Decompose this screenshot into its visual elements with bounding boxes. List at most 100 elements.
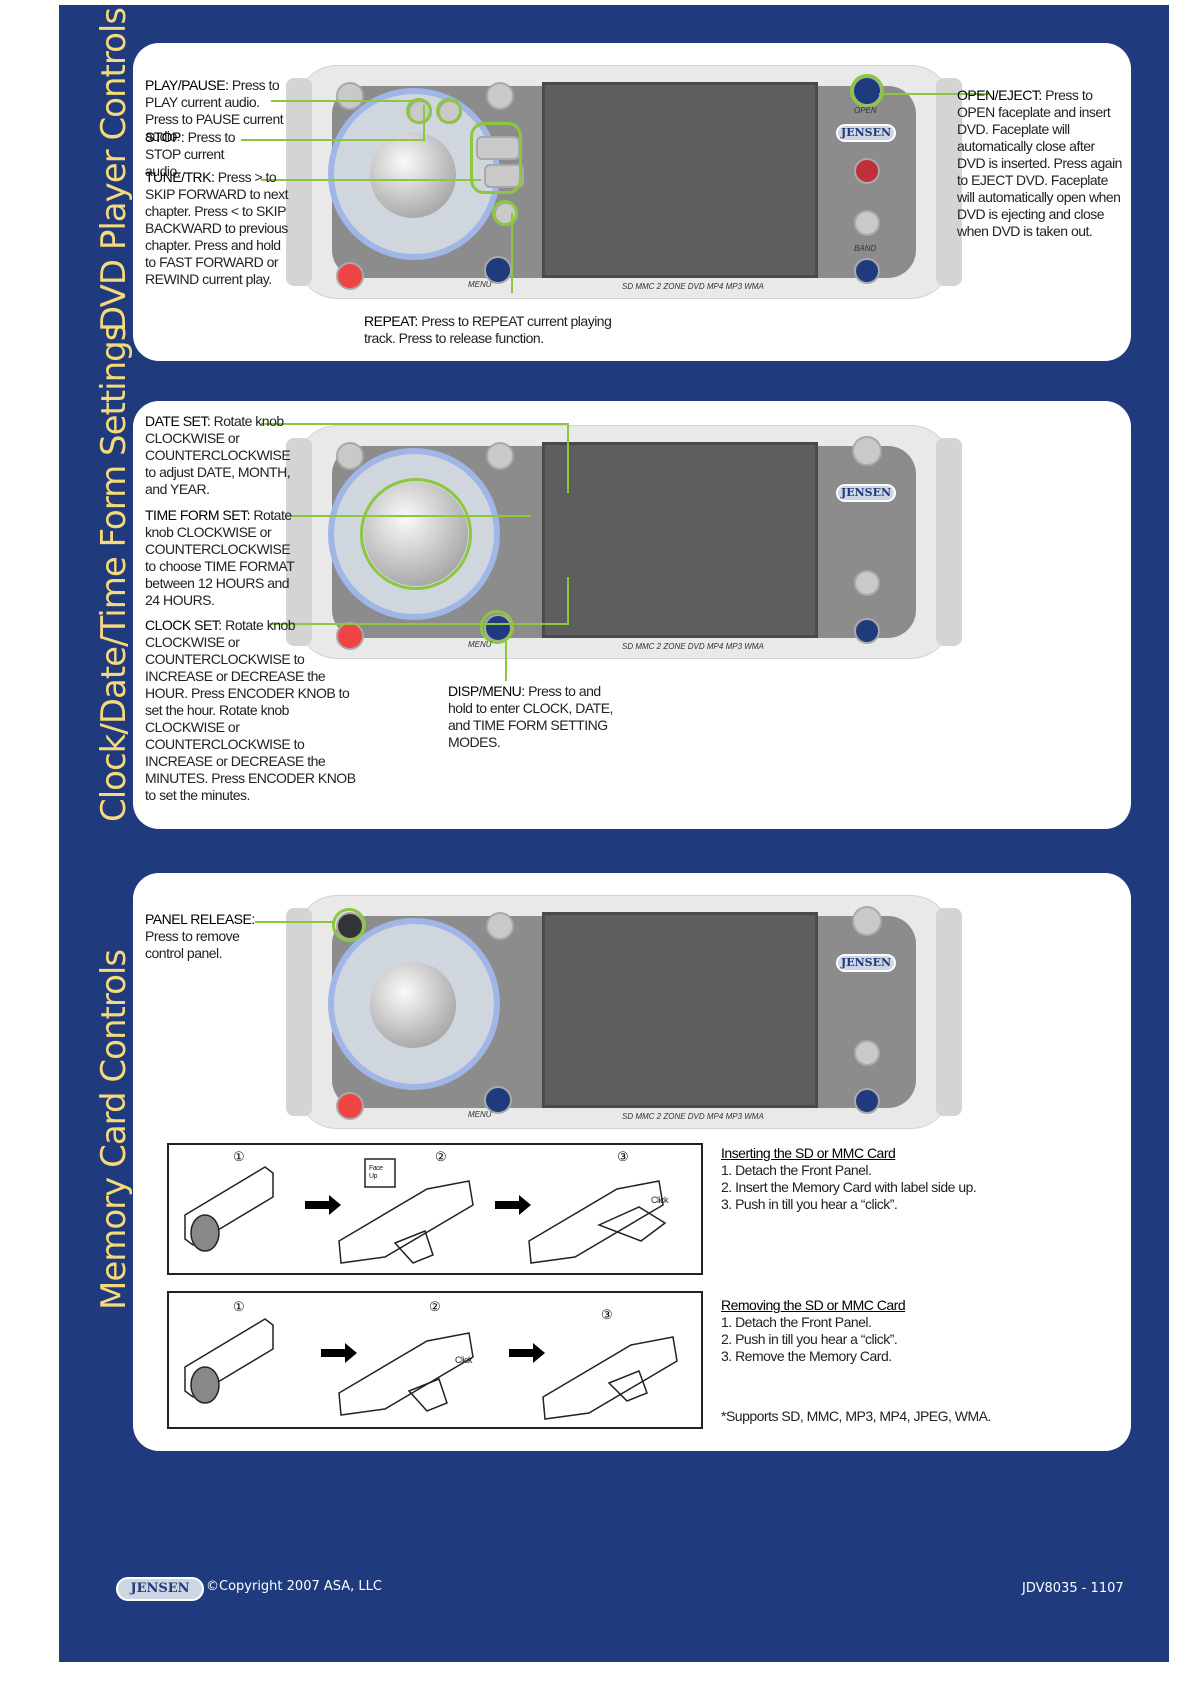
disp-menu-button[interactable] [484,1086,512,1114]
disp-menu-highlight [480,610,514,644]
tune-label: TUNE/TRK: [145,169,215,185]
tune-callout: TUNE/TRK: Press > to SKIP FORWARD to nex… [145,169,289,288]
insert-face-up-label: Face Up [369,1165,383,1180]
stop-desc: Press to STOP current audio. [145,129,236,179]
encoder-knob[interactable] [370,962,456,1048]
radio-brand-logo: JENSEN [836,124,896,142]
encoder-knob-highlight [360,478,472,590]
faceplate-wing-left [286,908,312,1116]
stop-label: STOP: [145,129,185,145]
display-screen [542,912,818,1108]
panel-release-button[interactable] [336,442,364,470]
faceplate-wing-right [936,78,962,286]
insert-step-2-number: ② [435,1149,447,1164]
remove-step-3-number: ③ [601,1307,613,1322]
open-eject-highlight [850,74,884,108]
remove-step-3: 3. Remove the Memory Card. [721,1348,892,1364]
panel-release-highlight [332,908,366,942]
leader-line-play [271,100,413,102]
leader-line-repeat [511,213,513,293]
remove-click-label: Click [455,1355,473,1365]
panel-release-callout: PANEL RELEASE: Press to remove control p… [145,911,255,962]
panel-release-button[interactable] [336,82,364,110]
skip-backward-button[interactable] [484,164,524,188]
insert-instructions: Inserting the SD or MMC Card 1. Detach t… [721,1145,1041,1213]
remove-figure-box: ① ② ③ Click [167,1291,703,1429]
leader-line-stop [241,139,423,141]
remove-step-2: 2. Push in till you hear a “click”. [721,1331,898,1347]
band-button[interactable] [854,618,880,644]
power-button[interactable] [336,622,364,650]
stop-callout: STOP: Press to STOP current audio. [145,129,245,180]
power-button[interactable] [336,1092,364,1120]
mode-button[interactable] [486,442,514,470]
section-title-dvd: DVD Player Controls [94,7,134,332]
leader-line-disp [505,641,507,681]
remove-heading: Removing the SD or MMC Card [721,1297,906,1313]
date-set-callout: DATE SET: Rotate knob CLOCKWISE or COUNT… [145,413,293,498]
format-logos: SD MMC 2 ZONE DVD MP4 MP3 WMA [622,1112,764,1121]
radio-faceplate: JENSEN SD MMC 2 ZONE DVD MP4 MP3 WMA MEN… [286,425,962,659]
band-button[interactable] [854,1088,880,1114]
track-buttons-highlight [470,122,522,194]
date-set-label: DATE SET: [145,413,211,429]
clock-set-callout: CLOCK SET: Rotate knob CLOCKWISE or COUN… [145,617,357,804]
clock-panel: JENSEN SD MMC 2 ZONE DVD MP4 MP3 WMA MEN… [133,401,1131,829]
tune-desc: Press > to SKIP FORWARD to next chapter.… [145,169,289,287]
leader-line-clockset-v [567,577,569,625]
av-button[interactable] [854,570,880,596]
repeat-desc: Press to REPEAT current playing track. P… [364,313,612,346]
menu-text: MENU [468,1110,492,1119]
play-pause-highlight [406,98,432,124]
repeat-callout: REPEAT: Press to REPEAT current playing … [364,313,644,347]
stop-highlight [436,98,462,124]
panel-release-label: PANEL RELEASE: [145,911,255,927]
remove-step-1: 1. Detach the Front Panel. [721,1314,872,1330]
menu-text: MENU [468,280,492,289]
faceplate-wing-left [286,438,312,646]
remove-step-1-number: ① [233,1299,245,1314]
display-screen [542,82,818,278]
open-eject-button[interactable] [852,906,882,936]
insert-step-1: 1. Detach the Front Panel. [721,1162,872,1178]
mode-button[interactable] [486,912,514,940]
clock-set-label: CLOCK SET: [145,617,222,633]
disp-menu-label: DISP/MENU: [448,683,525,699]
dvd-panel: JENSEN SD MMC 2 ZONE DVD MP4 MP3 WMA OPE… [133,43,1131,361]
open-eject-button[interactable] [852,436,882,466]
power-button[interactable] [336,262,364,290]
band-button[interactable] [854,258,880,284]
leader-line-timeform [291,515,531,517]
radio-brand-logo: JENSEN [836,954,896,972]
panel-release-desc: Press to remove control panel. [145,928,240,961]
leader-line-panel-release [255,921,335,923]
leader-line-date-v [567,423,569,493]
leader-line-tune [261,179,481,181]
radio-faceplate: JENSEN SD MMC 2 ZONE DVD MP4 MP3 WMA MEN… [286,895,962,1129]
av-button[interactable] [854,1040,880,1066]
insert-step-1-number: ① [233,1149,245,1164]
open-text: OPEN [854,106,877,115]
leader-line-date [261,423,567,425]
open-eject-desc: Press to OPEN faceplate and insert DVD. … [957,87,1122,239]
mode-button[interactable] [486,82,514,110]
red-button[interactable] [854,158,880,184]
disp-menu-callout: DISP/MENU: Press to and hold to enter CL… [448,683,614,751]
play-pause-desc: Press to PLAY current audio. Press to PA… [145,77,284,144]
footer-copyright: ©Copyright 2007 ASA, LLC [206,1579,382,1594]
memory-panel: JENSEN SD MMC 2 ZONE DVD MP4 MP3 WMA MEN… [133,873,1131,1451]
skip-forward-button[interactable] [476,136,520,160]
av-button[interactable] [854,210,880,236]
encoder-knob[interactable] [370,132,456,218]
time-form-desc: Rotate knob CLOCKWISE or COUNTERCLOCKWIS… [145,507,295,608]
time-form-callout: TIME FORM SET: Rotate knob CLOCKWISE or … [145,507,295,609]
insert-step-3-number: ③ [617,1149,629,1164]
disp-menu-desc: Press to and hold to enter CLOCK, DATE, … [448,683,613,750]
remove-instructions: Removing the SD or MMC Card 1. Detach th… [721,1297,1041,1365]
format-logos: SD MMC 2 ZONE DVD MP4 MP3 WMA [622,642,764,651]
display-screen [542,442,818,638]
insert-illustration [184,1158,667,1264]
repeat-label: REPEAT: [364,313,418,329]
disp-menu-button[interactable] [484,256,512,284]
format-logos: SD MMC 2 ZONE DVD MP4 MP3 WMA [622,282,764,291]
